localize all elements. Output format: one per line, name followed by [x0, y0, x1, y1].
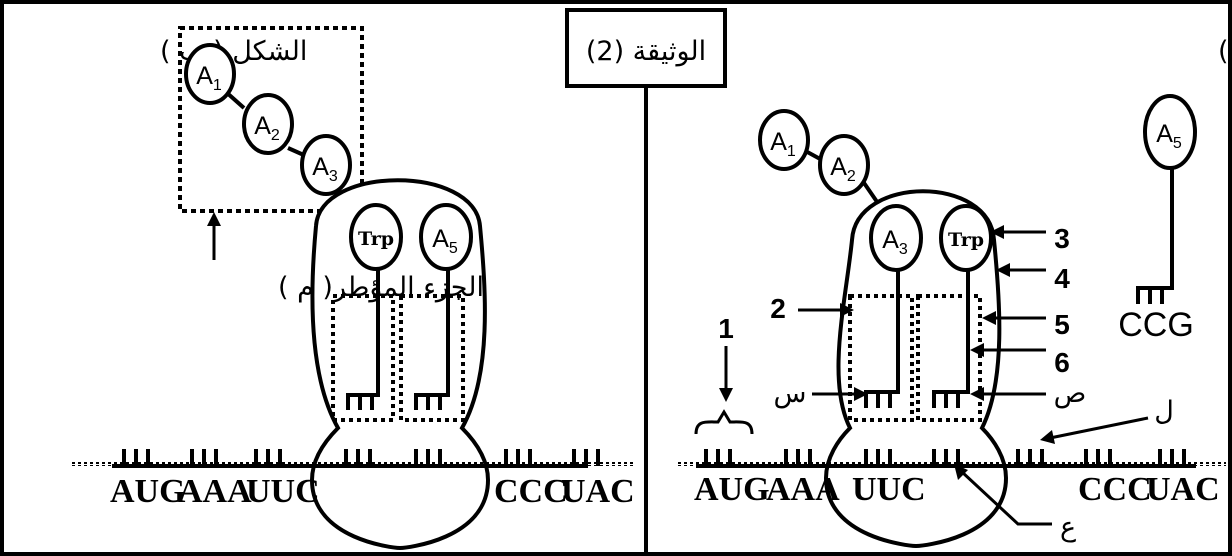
document-title: الوثيقة (2) — [586, 36, 706, 67]
codon-b-1: AUG — [110, 473, 186, 510]
label-sad: ص — [1054, 378, 1087, 409]
trna-site-left-aa-b-label: Trp — [358, 228, 394, 250]
amino-acid-a1 — [758, 109, 810, 171]
label-5: 5 — [1054, 309, 1070, 340]
figure-a: الشكل ( أ ) A1 A2 A3 Trp A5 — [676, 32, 1232, 549]
amino-acid-a1-label: A1 — [770, 128, 796, 160]
trna-site-right-aa-b-label: A5 — [432, 225, 458, 257]
codon-b-4: CCC — [494, 473, 568, 510]
document-title-box: الوثيقة (2) — [565, 8, 727, 88]
codon-a-5: UAC — [1146, 471, 1220, 508]
codon-b-2: AAA — [178, 473, 252, 510]
amino-acid-a2-label: A2 — [830, 153, 856, 185]
amino-acid-a3 — [300, 134, 352, 196]
label-1: 1 — [718, 313, 734, 344]
label-3: 3 — [1054, 223, 1070, 254]
codon-a-2: AAA — [766, 471, 840, 508]
trna-site-right-aa-a-label: Trp — [948, 229, 984, 251]
label-lam: ل — [1154, 396, 1174, 427]
codon-a-4: CCC — [1078, 471, 1152, 508]
amino-acid-a3-label: A3 — [312, 153, 338, 185]
trna-site-left-aa-a-label: A3 — [882, 226, 908, 258]
label-4: 4 — [1054, 263, 1070, 294]
amino-acid-a2-label: A2 — [254, 112, 280, 144]
codon-b-5: UAC — [561, 473, 635, 510]
amino-acid-a2 — [242, 93, 294, 155]
free-trna-aa-label: A5 — [1156, 120, 1182, 152]
label-6: 6 — [1054, 347, 1070, 378]
boxed-part-m — [178, 26, 364, 213]
codon-a-1: AUG — [694, 471, 770, 508]
label-2: 2 — [770, 293, 786, 324]
label-ain: ع — [1060, 512, 1076, 543]
amino-acid-a2 — [818, 134, 870, 196]
label-sin: س — [774, 378, 807, 409]
free-trna-anticodon: CCG — [1118, 306, 1194, 344]
figure-b: الشكل ( ب ) A1 A2 A3 Trp A5 — [70, 26, 635, 551]
amino-acid-a1-label: A1 — [196, 62, 222, 94]
boxed-part-label: الجزء المؤطر( م ) — [278, 272, 484, 303]
codon-a-3: UUC — [852, 471, 926, 508]
codon-b-3: UUC — [246, 473, 320, 510]
figure-a-title: الشكل ( أ ) — [1218, 32, 1232, 67]
amino-acid-a1 — [184, 43, 236, 105]
